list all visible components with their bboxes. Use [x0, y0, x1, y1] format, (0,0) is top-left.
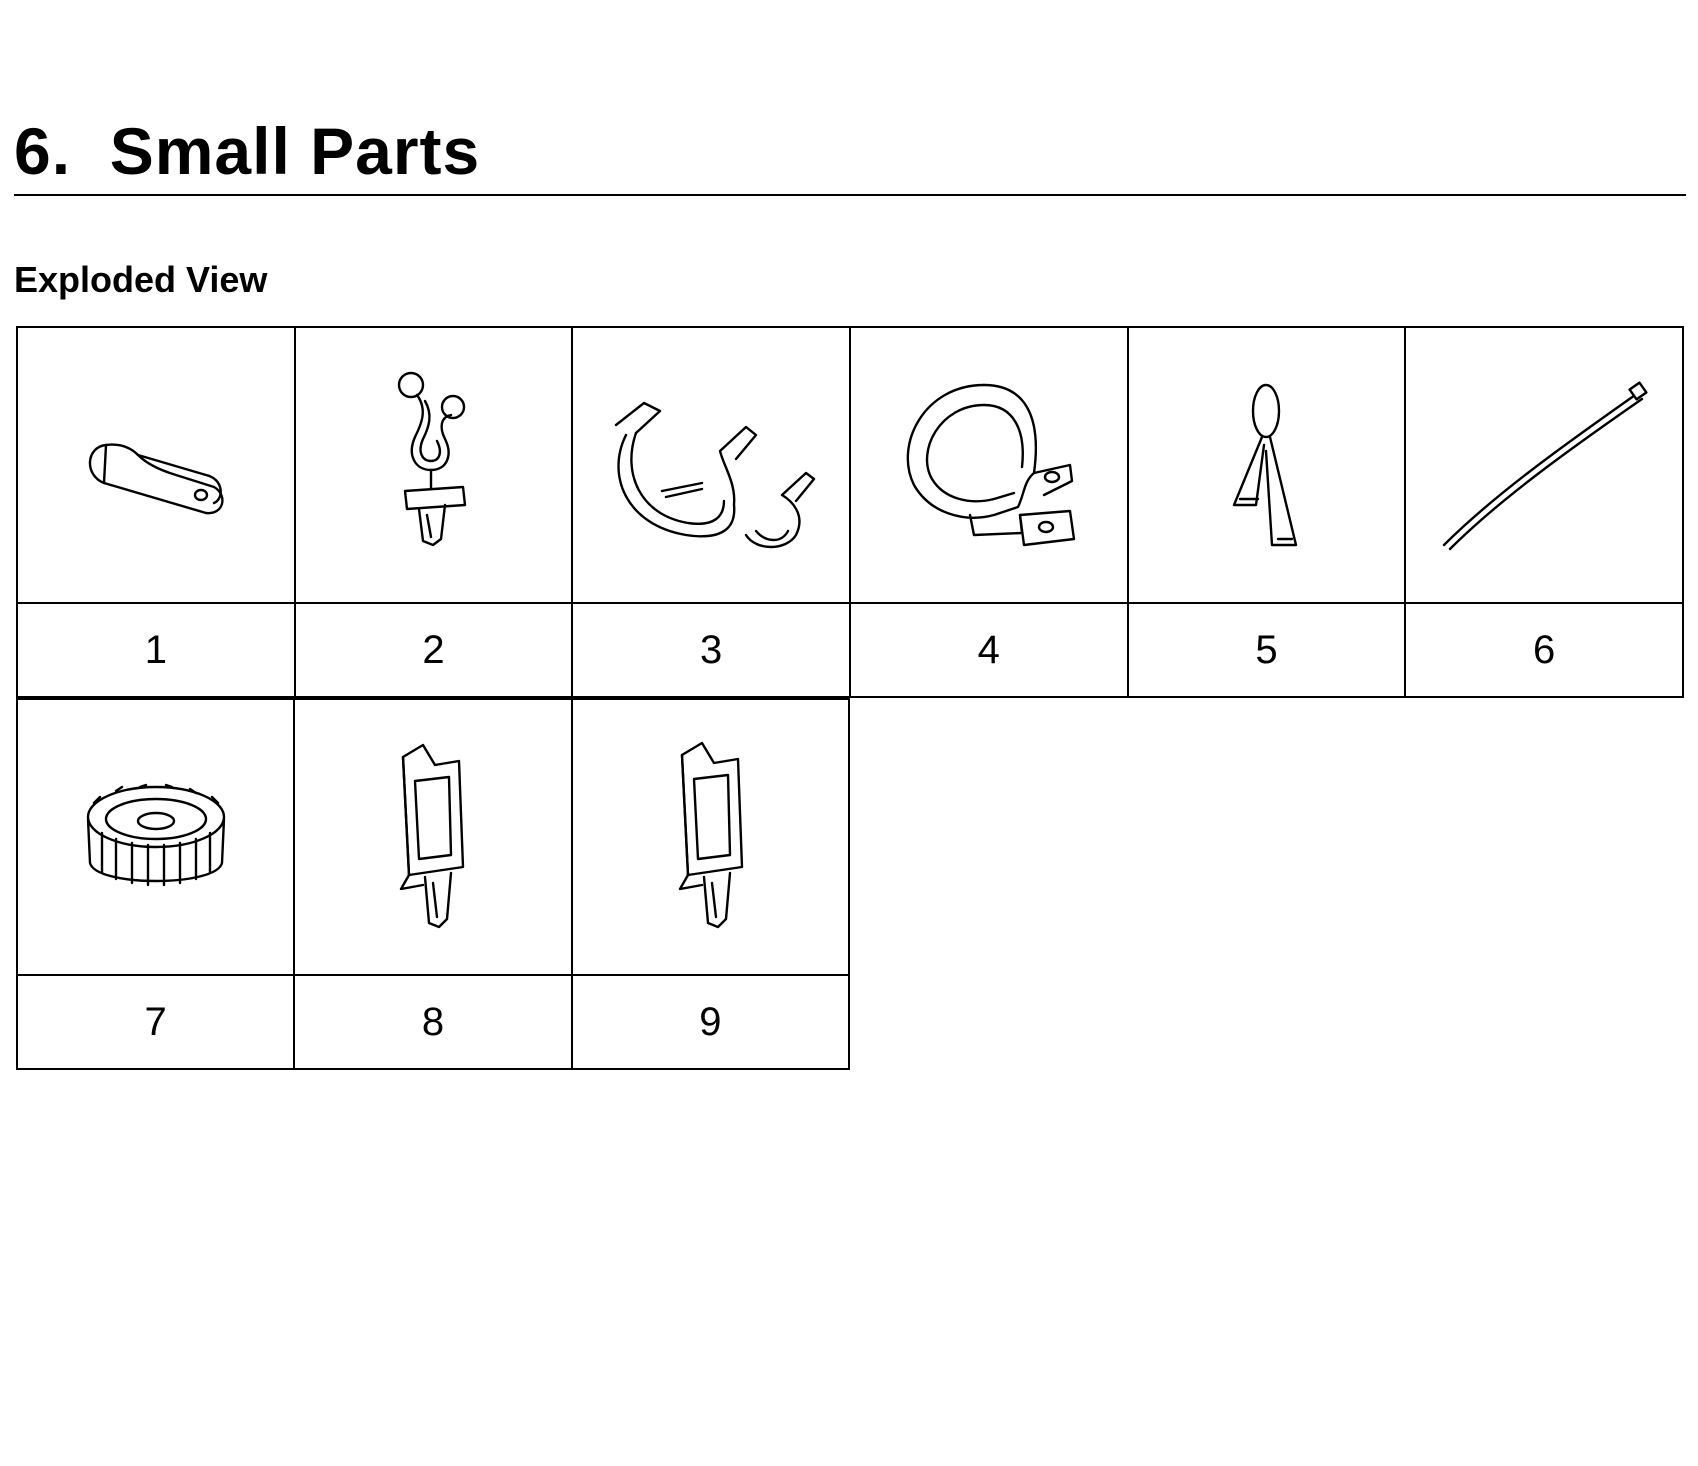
part-cell-3 — [571, 326, 851, 604]
part-number: 5 — [1126, 602, 1407, 698]
push-mount-holder-icon — [679, 741, 744, 929]
part-number: 8 — [293, 974, 573, 1070]
part-cell-9 — [570, 698, 851, 976]
part-number: 3 — [571, 602, 851, 698]
band-clamp-icon — [906, 383, 1075, 547]
part-cell-8 — [293, 698, 573, 976]
part-number: 9 — [570, 974, 851, 1070]
knurled-cap-nut-icon — [86, 783, 225, 887]
double-pipe-clip-icon — [614, 401, 816, 549]
part-cell-2 — [293, 326, 574, 604]
part-number: 1 — [16, 602, 296, 698]
wire-clip-icon — [1233, 383, 1298, 547]
part-number: 6 — [1404, 602, 1684, 698]
push-mount-holder-icon — [399, 743, 465, 929]
part-cell-7 — [15, 698, 296, 976]
part-number: 4 — [848, 602, 1129, 698]
parts-table-row-2: 7 8 9 — [15, 698, 851, 1070]
wire-harness-clip-icon — [398, 371, 467, 547]
section-heading: Exploded View — [14, 259, 268, 300]
part-cell-5 — [1126, 326, 1407, 604]
part-cell-6 — [1404, 326, 1684, 604]
part-cell-4 — [848, 326, 1129, 604]
p-clamp-icon — [88, 443, 224, 515]
cable-tie-icon — [1442, 381, 1648, 551]
part-number: 2 — [293, 602, 574, 698]
page-title: 6. Small Parts — [14, 114, 481, 188]
title-divider — [14, 194, 1686, 196]
parts-table-row-1: 1 2 3 4 5 6 — [16, 326, 1684, 698]
part-cell-1 — [16, 326, 296, 604]
part-number: 7 — [15, 974, 296, 1070]
